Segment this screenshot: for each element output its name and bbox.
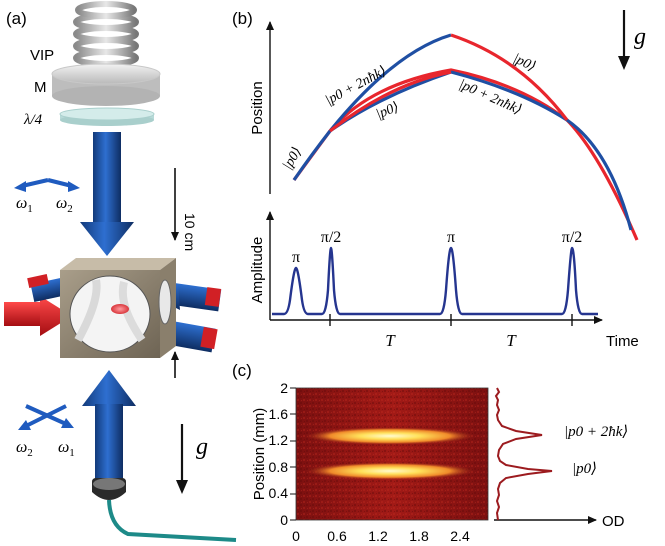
vacuum-cube (60, 258, 176, 358)
panel-c-label: (c) (232, 361, 252, 380)
gravity-arrow-a (176, 424, 188, 494)
omega1-bottom-label: ω1 (58, 439, 75, 459)
gravity-label-a: g (196, 434, 208, 460)
time-axis-label: Time (606, 333, 639, 350)
vip-spring (73, 1, 139, 67)
gravity-arrow-b (618, 10, 630, 70)
beam-left (4, 296, 72, 336)
position-axis-label: Position (249, 81, 266, 134)
x-tick-3: 1.8 (409, 528, 429, 544)
y-tick-4: 1.6 (269, 406, 289, 422)
cloud-lower (304, 462, 476, 480)
panel-a-label: (a) (6, 9, 27, 28)
trajectory-red-upper-arm (450, 33, 569, 121)
y-tick-labels: 0 0.4 0.8 1.2 1.6 2 (269, 380, 289, 528)
beam-top-down (80, 132, 134, 256)
y-tick-2: 0.8 (269, 459, 289, 475)
frequency-arrows-bottom (18, 404, 74, 430)
waveplate (59, 107, 155, 126)
cloud-upper (304, 427, 476, 445)
mirror (51, 63, 161, 106)
panel-b: (b) Position Amplitude Time |p0⟩ |p0 + 2… (232, 9, 646, 350)
x-tick-1: 0.6 (327, 528, 347, 544)
vip-label: VIP (30, 47, 54, 64)
panel-b-label: (b) (232, 9, 253, 28)
pulse-sequence (272, 246, 598, 316)
fiber-collimator (92, 478, 237, 542)
y-tick-3: 1.2 (269, 432, 289, 448)
pulse-label-1: π (292, 249, 300, 266)
x-tick-labels: 0 0.6 1.2 1.8 2.4 (292, 528, 470, 544)
peak-label-upper: |p0 + 2ħk⟩ (564, 424, 628, 440)
y-tick-0: 0 (280, 512, 288, 528)
x-tick-0: 0 (292, 528, 300, 544)
od-heatmap (295, 387, 489, 521)
beam-bottom-up (82, 370, 136, 480)
mirror-label: M (34, 79, 47, 96)
heatmap-y-label: Position (mm) (251, 408, 268, 501)
y-tick-1: 0.4 (269, 485, 289, 501)
pulse-label-3: π (447, 229, 455, 246)
y-tick-5: 2 (280, 380, 288, 396)
peak-label-lower: |p0⟩ (572, 461, 597, 477)
omega2-bottom-label: ω2 (16, 439, 33, 459)
od-profile (494, 387, 553, 521)
amplitude-axis-label: Amplitude (249, 237, 266, 304)
panel-a: (a) VIP M λ/4 (4, 1, 237, 542)
y-ticks (290, 387, 296, 521)
od-axis-label: OD (602, 513, 625, 530)
interval-label-2: T (506, 331, 517, 350)
trajectory-blue-start (292, 130, 332, 181)
trajectory-blue-upper-arm (328, 33, 452, 133)
pulse-label-4: π/2 (562, 229, 583, 246)
pulse-label-2: π/2 (321, 229, 342, 246)
frequency-arrows-top (14, 178, 80, 192)
trajectory-red-lower-arm (329, 70, 452, 133)
omega2-top-label: ω2 (56, 195, 73, 215)
x-tick-2: 1.2 (368, 528, 388, 544)
x-tick-4: 2.4 (450, 528, 470, 544)
omega1-top-label: ω1 (16, 195, 33, 215)
gravity-label-b: g (634, 24, 646, 50)
panel-c: (c) 0 0.4 0.8 1.2 1.6 2 0 0. (232, 361, 628, 544)
distance-label: 10 cm (182, 213, 198, 251)
waveplate-label: λ/4 (23, 112, 43, 128)
interval-label-1: T (385, 331, 396, 350)
